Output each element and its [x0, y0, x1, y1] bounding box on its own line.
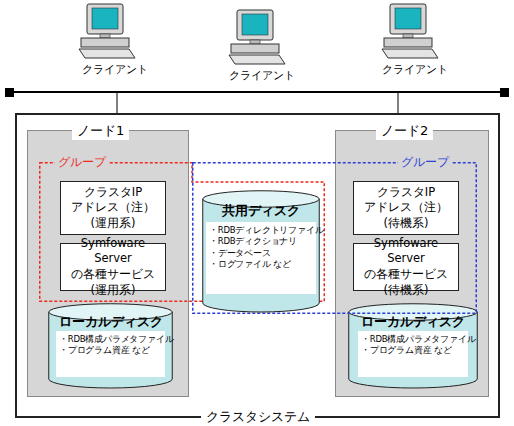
disk-cylinder: 共用ディスク・RDBディレクトリファイル・RDBディクショナリ・データベース・ロ…: [202, 190, 320, 312]
node-label: ノード1: [72, 122, 129, 140]
computer-case: [231, 44, 279, 53]
keyboard: [229, 55, 285, 64]
group-border: [193, 163, 477, 314]
monitor-stand: [250, 40, 260, 44]
disk-content-item: ・RDBディレクトリファイル: [209, 225, 313, 236]
computer-case: [81, 38, 129, 47]
service-box: クラスタIP アドレス（注） (運用系): [60, 181, 166, 235]
disk-content-item: ・プログラム資産 など: [361, 345, 465, 356]
group-border: [40, 163, 325, 302]
disk-content-item: ・RDB構成パラメタファイル: [361, 334, 465, 345]
service-box: クラスタIP アドレス（注） (待機系): [353, 181, 459, 235]
keyboard: [382, 49, 438, 58]
service-box: Symfoware Server の各種サービス (運用系): [60, 243, 166, 291]
service-box: Symfoware Server の各種サービス (待機系): [353, 243, 459, 291]
disk-title: ローカルディスク: [48, 314, 173, 331]
network-terminator: [500, 88, 509, 97]
box-text: クラスタIP アドレス（注） (待機系): [357, 185, 455, 232]
monitor-frame: [237, 10, 273, 40]
disk-title: ローカルディスク: [348, 314, 478, 331]
node-label: ノード2: [376, 122, 433, 140]
client-label: クライアント: [77, 62, 153, 77]
keyboard: [79, 49, 135, 58]
disk-cylinder: ローカルディスク・RDB構成パラメタファイル・プログラム資産 など: [48, 303, 173, 388]
network-line: [10, 91, 504, 93]
monitor-frame: [390, 4, 426, 34]
monitor-stand: [403, 34, 413, 38]
monitor-screen: [242, 14, 268, 35]
disk-content-item: ・RDB構成パラメタファイル: [59, 334, 162, 345]
disk-content-item: ・ログファイル など: [209, 259, 313, 270]
box-text: クラスタIP アドレス（注） (運用系): [64, 185, 162, 232]
group-label: グループ: [55, 154, 109, 171]
disk-cylinder: ローカルディスク・RDB構成パラメタファイル・プログラム資産 など: [348, 303, 478, 388]
client-label: クライアント: [224, 68, 300, 83]
monitor-screen: [395, 8, 421, 29]
client-computer-icon: [79, 4, 135, 58]
disk-contents-panel: ・RDBディレクトリファイル・RDBディクショナリ・データベース・ログファイル …: [206, 222, 316, 294]
box-text: Symfoware Server の各種サービス (運用系): [64, 236, 162, 298]
disk-content-item: ・RDBディクショナリ: [209, 236, 313, 247]
cluster-system-frame: クラスタシステムノード1クラスタIP アドレス（注） (運用系)Symfowar…: [15, 113, 500, 418]
cylinder-body: [49, 312, 173, 388]
system-label: クラスタシステム: [201, 408, 315, 426]
client-computer-icon: [382, 4, 438, 58]
cylinder-body: [203, 199, 320, 312]
computer-case: [384, 38, 432, 47]
box-text: Symfoware Server の各種サービス (待機系): [357, 236, 455, 298]
disk-contents-panel: ・RDB構成パラメタファイル・プログラム資産 など: [358, 331, 468, 377]
disk-content-item: ・プログラム資産 など: [59, 345, 162, 356]
cylinder-body: [349, 312, 478, 388]
network-terminator: [5, 88, 14, 97]
disk-content-item: ・データベース: [209, 248, 313, 259]
client-label: クライアント: [377, 62, 453, 77]
group-label: グループ: [398, 154, 452, 171]
disk-contents-panel: ・RDB構成パラメタファイル・プログラム資産 など: [56, 331, 165, 377]
monitor-stand: [100, 34, 110, 38]
client-computer-icon: [229, 10, 285, 64]
monitor-frame: [87, 4, 123, 34]
monitor-screen: [92, 8, 118, 29]
disk-title: 共用ディスク: [202, 203, 320, 220]
